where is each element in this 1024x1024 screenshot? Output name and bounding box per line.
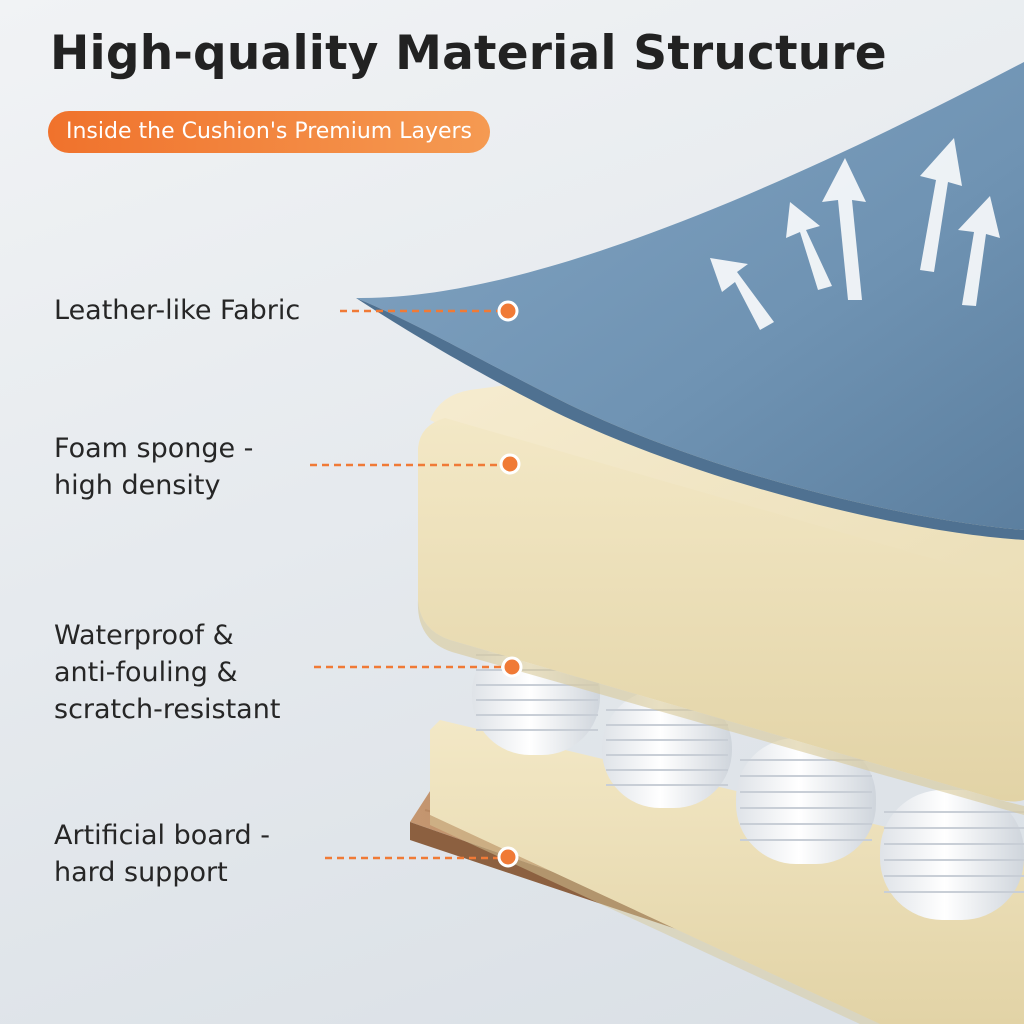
subtitle-badge: Inside the Cushion's Premium Layers	[48, 111, 491, 153]
spring-coil	[880, 790, 1024, 920]
callout-dot-board	[497, 846, 519, 868]
callout-dot-waterproof	[501, 656, 523, 678]
callout-dot-fabric	[497, 300, 519, 322]
callout-leaders	[310, 300, 523, 868]
leather-like-fabric-layer	[356, 62, 1024, 540]
arrow-up-icon	[920, 138, 962, 272]
page-title: High-quality Material Structure	[50, 26, 887, 81]
callout-dot-foam	[499, 453, 521, 475]
arrow-up-icon	[822, 158, 866, 300]
layer-label-board: Artificial board - hard support	[54, 820, 270, 888]
arrow-up-icon	[710, 258, 774, 330]
spring-coils	[472, 635, 1024, 920]
arrow-up-icon	[786, 202, 832, 290]
breathability-arrows	[710, 138, 1000, 330]
layer-label-waterproof: Waterproof & anti-fouling & scratch-resi…	[54, 620, 281, 725]
arrow-up-icon	[958, 196, 1000, 306]
foam-sponge-layer	[417, 378, 1024, 815]
spring-coil	[736, 738, 876, 864]
layer-label-fabric: Leather-like Fabric	[54, 295, 301, 326]
lower-foam-base	[430, 720, 1024, 1024]
layer-label-foam: Foam sponge - high density	[54, 433, 254, 501]
